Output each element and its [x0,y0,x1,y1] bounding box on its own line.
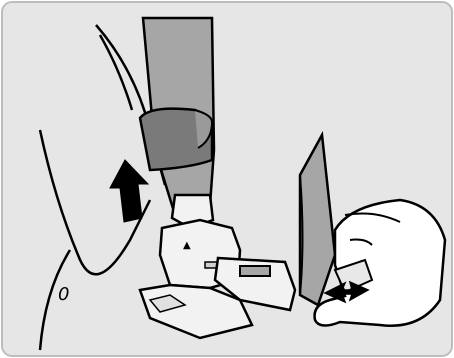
buckle-triangle-mark: ▲ [183,240,191,251]
belt-sleeve [140,109,212,170]
seat-mark: 0 [58,284,69,305]
